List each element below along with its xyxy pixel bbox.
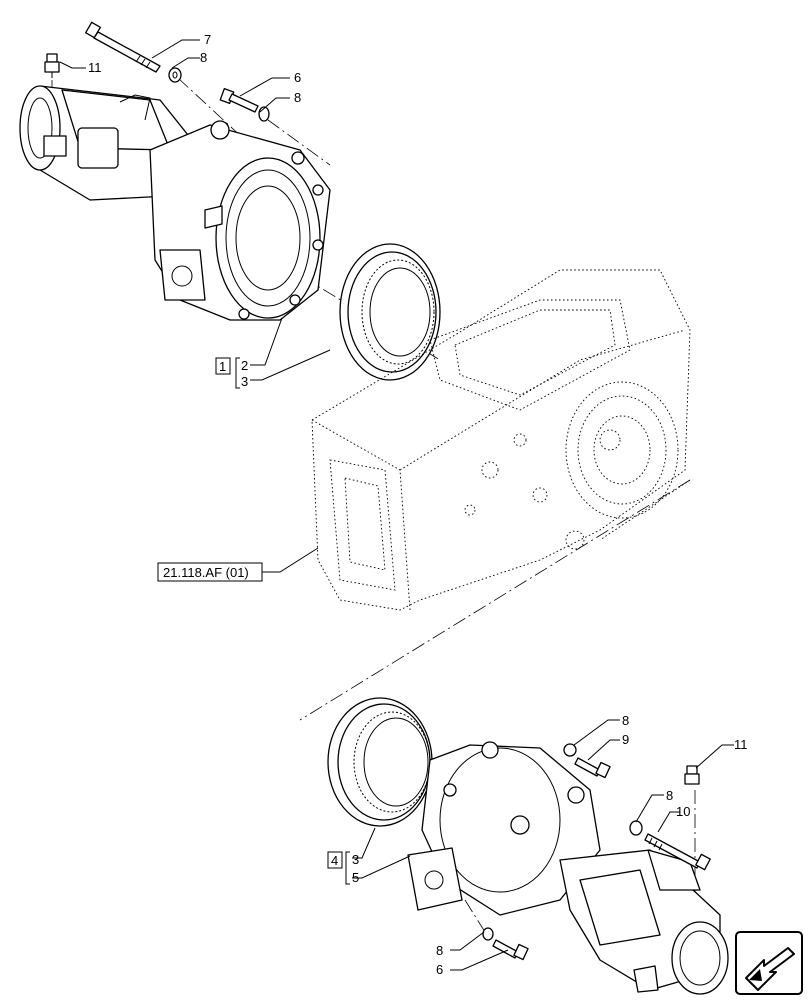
lower-ring-gear (327, 697, 433, 827)
callout-upper-group-b: 3 (241, 374, 248, 389)
washer-top (168, 67, 182, 83)
lower-axle-housing (407, 741, 729, 995)
bolt-lower-b (644, 833, 711, 871)
callout-top-fitting: 11 (88, 60, 102, 75)
callout-lower-washer-a: 8 (622, 713, 629, 728)
reference-label[interactable]: 21.118.AF (01) (163, 565, 249, 580)
bolt-upper-mid (219, 88, 259, 113)
grease-fitting-lower (684, 765, 700, 785)
bolt-bottom (492, 939, 529, 961)
callout-lower-group-a: 3 (352, 852, 359, 867)
washer-bottom (482, 927, 494, 941)
upper-axle-housing (19, 85, 331, 321)
callout-bottom-washer: 8 (436, 943, 443, 958)
callout-lower-group-b: 5 (352, 870, 359, 885)
long-bolt-top (85, 21, 161, 73)
callout-bottom-bolt: 6 (436, 962, 443, 977)
callout-upper-mid-washer: 8 (294, 90, 301, 105)
washer-lower-b (629, 820, 643, 836)
callout-lower-fitting: 11 (734, 737, 748, 752)
reference-box (157, 562, 263, 582)
kit-number-lower: 4 (331, 853, 338, 868)
callout-upper-mid-bolt: 6 (294, 70, 301, 85)
callout-upper-group-a: 2 (241, 358, 248, 373)
callout-top-washer: 8 (200, 50, 207, 65)
grease-fitting-top (44, 53, 60, 78)
callout-lower-washer-b: 8 (666, 788, 673, 803)
next-page-arrow-icon[interactable] (735, 931, 803, 995)
group-brackets (235, 357, 350, 885)
callout-leaders (59, 39, 734, 971)
callout-lower-bolt-b: 10 (676, 804, 690, 819)
kit-box-upper (215, 357, 231, 375)
transmission-housing-reference (311, 269, 691, 611)
callout-lower-bolt-a: 9 (622, 732, 629, 747)
callout-top-bolt: 7 (204, 32, 211, 47)
kit-box-lower (327, 851, 343, 869)
washer-lower-a (563, 743, 577, 757)
kit-number-upper: 1 (219, 359, 226, 374)
bolt-lower-a (574, 757, 611, 779)
upper-ring-gear (339, 243, 441, 381)
